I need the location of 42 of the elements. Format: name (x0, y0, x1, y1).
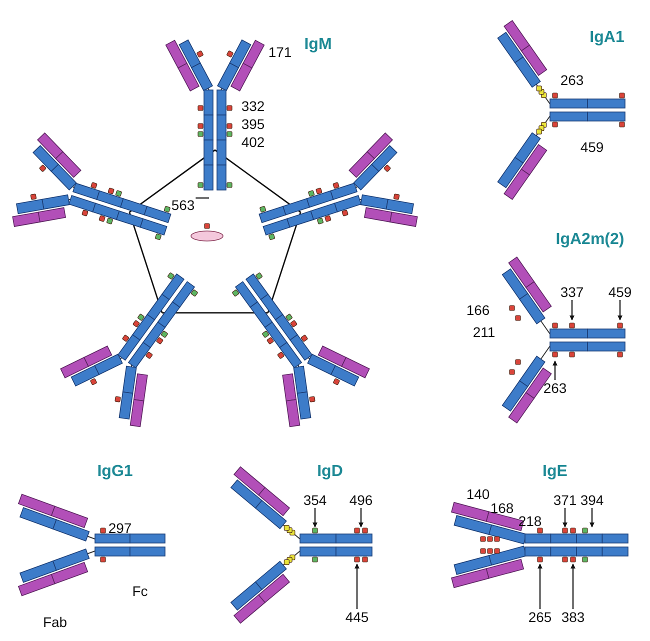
antibody-class-title: IgG1 (97, 464, 133, 480)
site-number: 168 (490, 501, 514, 515)
site-number: 383 (561, 610, 585, 624)
site-number: 496 (349, 493, 373, 507)
site-number: 354 (303, 493, 327, 507)
arrow (538, 564, 542, 609)
site-number: 445 (345, 610, 369, 624)
site-number: 337 (560, 285, 584, 299)
antibody-class-title: IgM (304, 37, 332, 53)
site-number: 140 (466, 487, 490, 501)
region-label: Fab (42, 615, 68, 629)
site-number: 166 (466, 303, 490, 317)
site-number: 371 (553, 493, 577, 507)
site-number: 395 (241, 117, 265, 131)
antibody-class-title: IgA1 (590, 30, 624, 46)
arrow (312, 508, 318, 528)
antibody-class-title: IgE (542, 464, 568, 480)
arrow (354, 564, 360, 609)
site-number: 332 (241, 99, 265, 113)
arrow (358, 508, 364, 528)
leader-line (196, 197, 209, 199)
antibody-class-title: IgA2m(2) (556, 232, 624, 248)
region-label: Fc (132, 584, 148, 598)
arrow (590, 508, 594, 528)
arrow (562, 508, 568, 528)
site-number: 394 (580, 493, 604, 507)
arrow (570, 300, 574, 320)
site-number: 211 (472, 325, 496, 339)
site-number: 563 (171, 198, 195, 212)
site-number: 297 (108, 521, 132, 535)
site-number: 218 (518, 514, 542, 528)
site-number: 263 (560, 73, 584, 87)
arrow (570, 564, 576, 609)
site-number: 459 (580, 140, 604, 154)
site-number: 265 (528, 610, 552, 624)
arrow (618, 300, 622, 320)
antibody-class-title: IgD (317, 464, 343, 480)
site-number: 171 (268, 45, 292, 59)
arrow (552, 360, 558, 380)
site-number: 263 (543, 381, 567, 395)
site-number: 459 (608, 285, 632, 299)
site-number: 402 (241, 135, 265, 149)
